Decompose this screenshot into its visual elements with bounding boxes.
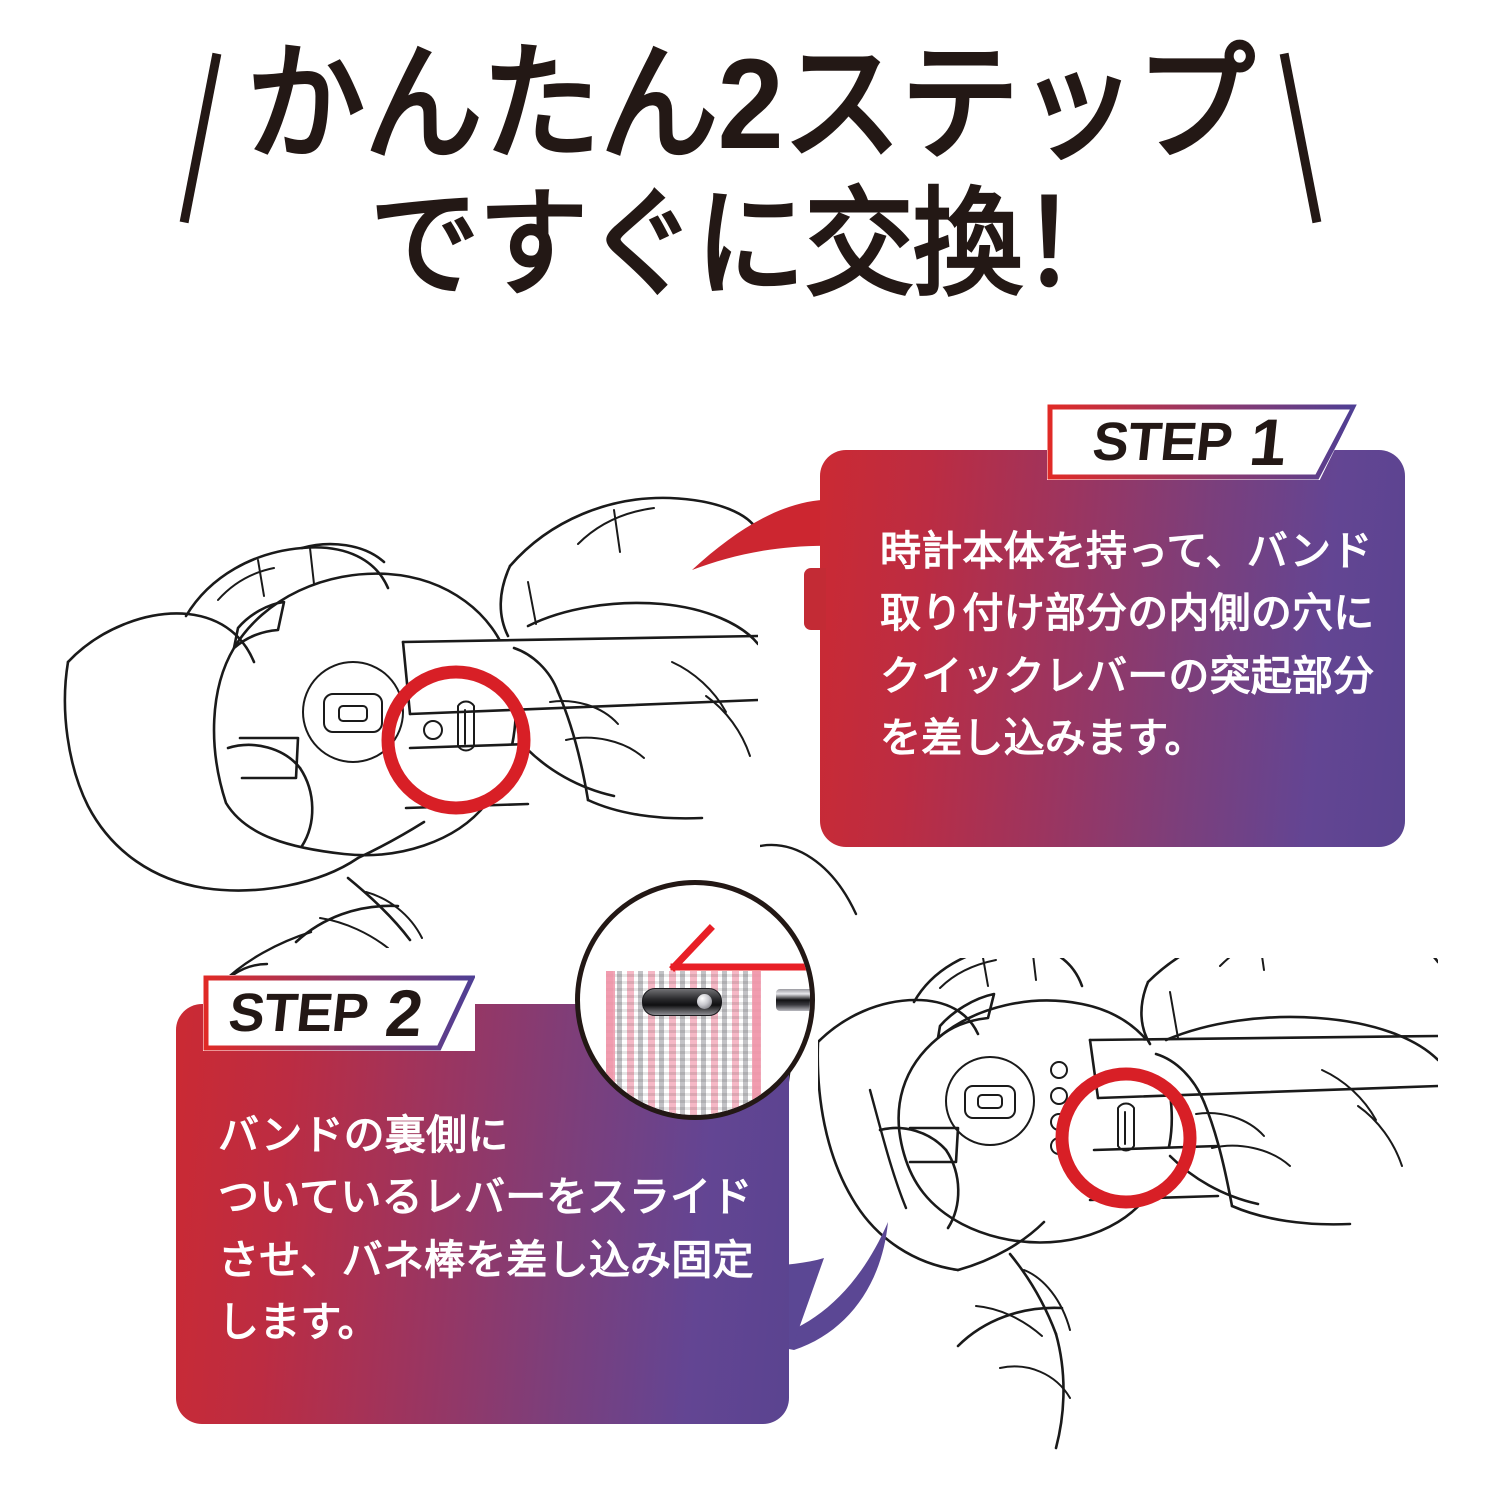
step1-tab: STEP 1 xyxy=(1047,404,1357,480)
step2-tab: STEP 2 xyxy=(203,975,475,1051)
step1-tab-word: STEP xyxy=(1090,412,1236,472)
quick-lever-detail-inset xyxy=(575,880,815,1120)
lever-knob xyxy=(697,994,712,1009)
headline-slash-left-icon xyxy=(179,52,222,224)
callout-arrow-red-icon xyxy=(692,499,840,570)
step2-tab-border xyxy=(203,975,475,1051)
illustration-step1 xyxy=(58,448,760,953)
step1-panel-nub xyxy=(804,568,826,630)
step2-body-text: バンドの裏側に ついているレバーをスライドさせ、バネ棒を差し込み固定します。 xyxy=(218,1112,754,1345)
step2-tab-number: 2 xyxy=(382,976,427,1050)
headline-slash-right-icon xyxy=(1279,52,1322,224)
headline-line-2: ですぐに交換！ xyxy=(369,178,1132,311)
spring-bar xyxy=(776,989,810,1011)
quick-release-lever xyxy=(642,988,722,1016)
headline-line-1: かんたん2ステップ xyxy=(246,33,1255,176)
step2-tab-inner: STEP 2 xyxy=(203,975,475,1051)
hands-watch-line-art-1 xyxy=(63,496,760,949)
step1-tab-border xyxy=(1047,404,1357,480)
step1-tab-number: 1 xyxy=(1246,405,1291,479)
step1-body-text: 時計本体を持って、バンド取り付け部分の内側の穴にクイックレバーの突起部分を差し込… xyxy=(880,528,1375,761)
step1-tab-inner: STEP 1 xyxy=(1047,404,1357,480)
step2-tab-word: STEP xyxy=(226,983,372,1043)
slide-direction-arrow-icon xyxy=(669,924,808,972)
headline-block: かんたん2ステップ ですぐに交換！ xyxy=(0,33,1500,311)
step1-panel: 時計本体を持って、バンド取り付け部分の内側の穴にクイックレバーの突起部分を差し込… xyxy=(804,450,1405,847)
step1-panel-leader-line xyxy=(760,843,858,916)
